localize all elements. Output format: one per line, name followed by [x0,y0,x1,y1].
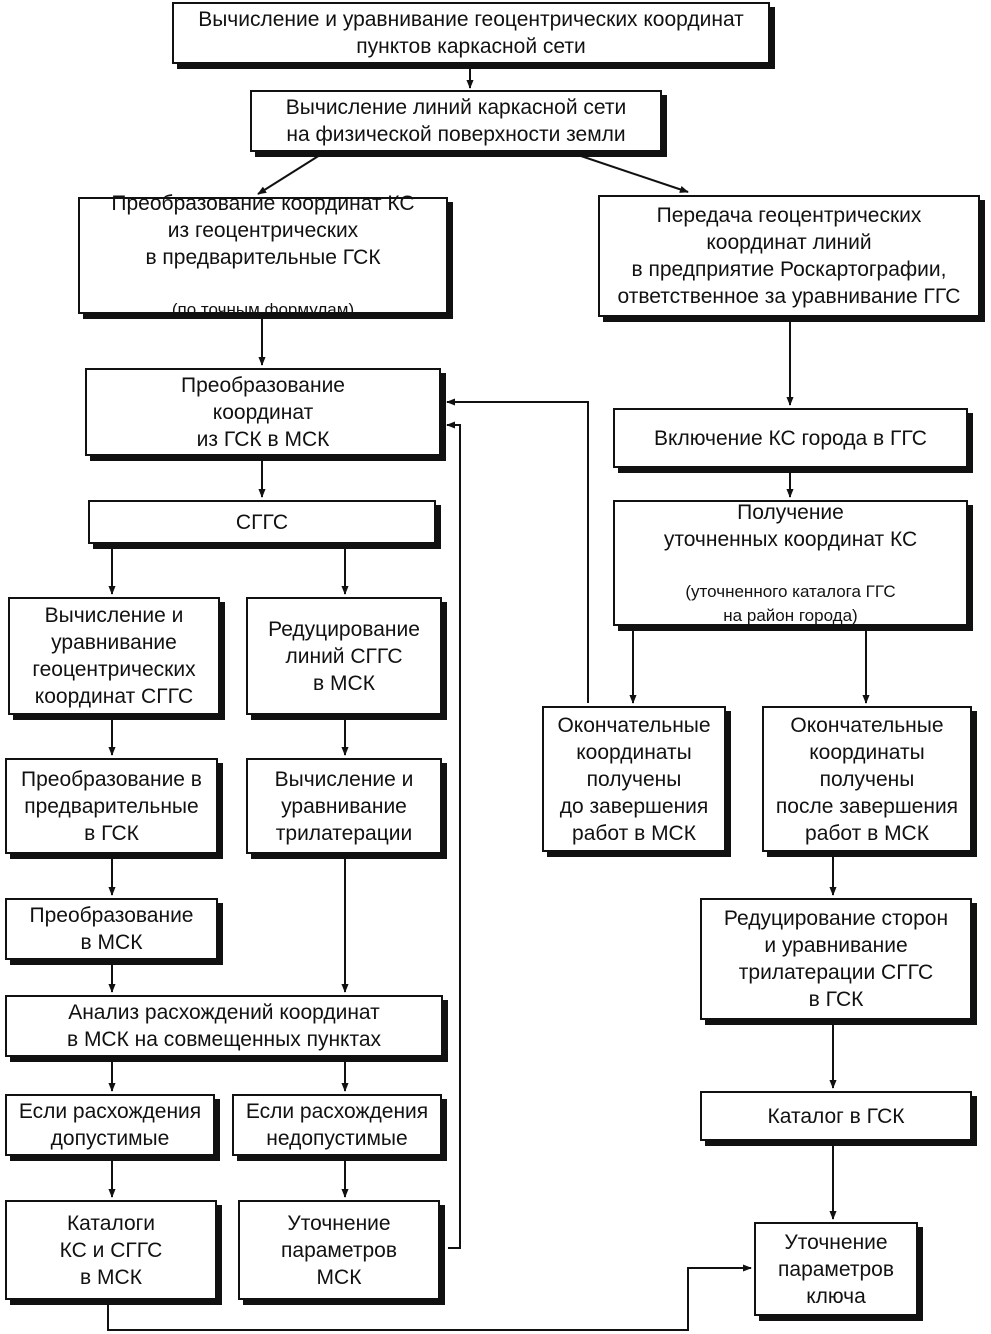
node-analysis: Анализ расхождений координат в МСК на со… [5,995,443,1057]
node-catalog-gsk-text: Каталог в ГСК [767,1104,905,1128]
node-gsk-to-msk: Преобразование координат из ГСК в МСК [85,368,441,456]
node-include-ks-text: Включение КС города в ГГС [654,426,927,450]
node-transform-ks-text: Преобразование координат КС из геоцентри… [111,191,415,269]
node-acceptable: Если расхождения допустимые [5,1094,215,1156]
arrow-lines-to-transfer [577,154,689,193]
node-refine-msk-text: Уточнение параметров МСК [281,1211,397,1289]
node-lines: Вычисление линий каркасной сети на физич… [250,90,662,152]
node-transform-ks: Преобразование координат КС из геоцентри… [78,192,448,319]
node-unacceptable: Если расхождения недопустимые [232,1094,442,1156]
node-trilat: Вычисление и уравнивание трилатерации [246,758,442,854]
node-final-before: Окончательные координаты получены до зав… [542,706,726,852]
node-refined-text: Получение уточненных координат КС [663,500,918,551]
node-gsk-to-msk-text: Преобразование координат из ГСК в МСК [181,373,345,451]
node-acceptable-text: Если расхождения допустимые [18,1100,202,1150]
node-transform-ks-note: (по точным формулам) [171,299,355,319]
arrow-final-before-loop [446,398,589,703]
node-trilat-text: Вычисление и уравнивание трилатерации [274,767,414,845]
node-to-msk: Преобразование в МСК [5,898,218,960]
node-sggs-text: СГГС [235,510,289,534]
node-lines-text: Вычисление линий каркасной сети на физич… [285,96,627,146]
node-final-after-text: Окончательные координаты получены после … [775,713,959,845]
node-reduce-sides-text: Редуцирование сторон и уравнивание трила… [723,907,949,1011]
node-catalog-gsk: Каталог в ГСК [700,1091,972,1141]
node-to-msk-text: Преобразование в МСК [29,904,194,954]
arrow-refine-msk-loop [446,421,461,1249]
node-final-after: Окончательные координаты получены после … [762,706,972,852]
node-transfer-text: Передача геоцентрических координат линий… [617,204,961,308]
node-refined: Получение уточненных координат КС (уточн… [613,500,968,626]
node-reduce-lines-text: Редуцирование линий СГГС в МСК [268,617,420,695]
node-refine-key: Уточнение параметров ключа [754,1222,918,1316]
arrow-lines-to-transform-ks [257,154,321,195]
node-refine-msk: Уточнение параметров МСК [238,1200,440,1300]
node-prelim-gsk-text: Преобразование в предварительные в ГСК [21,767,202,845]
node-top-text: Вычисление и уравнивание геоцентрических… [198,8,744,58]
node-reduce-sides: Редуцирование сторон и уравнивание трила… [700,898,972,1020]
node-catalogs-msk-text: Каталоги КС и СГГС в МСК [59,1211,163,1289]
node-top: Вычисление и уравнивание геоцентрических… [172,2,770,64]
node-calc-geo-sggs-text: Вычисление и уравнивание геоцентрических… [32,604,196,708]
node-final-before-text: Окончательные координаты получены до зав… [557,713,711,845]
node-reduce-lines: Редуцирование линий СГГС в МСК [246,597,442,715]
node-sggs: СГГС [88,500,436,544]
node-catalogs-msk: Каталоги КС и СГГС в МСК [5,1200,217,1300]
node-refine-key-text: Уточнение параметров ключа [778,1230,894,1308]
node-transfer: Передача геоцентрических координат линий… [598,195,980,317]
node-include-ks: Включение КС города в ГГС [613,408,968,468]
arrow-catalogs-to-refine-key [107,1264,752,1331]
node-analysis-text: Анализ расхождений координат в МСК на со… [66,1001,382,1051]
node-prelim-gsk: Преобразование в предварительные в ГСК [5,758,218,854]
node-refined-note: (уточненного каталога ГГС на район город… [685,581,896,625]
node-unacceptable-text: Если расхождения недопустимые [245,1100,429,1150]
node-calc-geo-sggs: Вычисление и уравнивание геоцентрических… [8,597,220,715]
